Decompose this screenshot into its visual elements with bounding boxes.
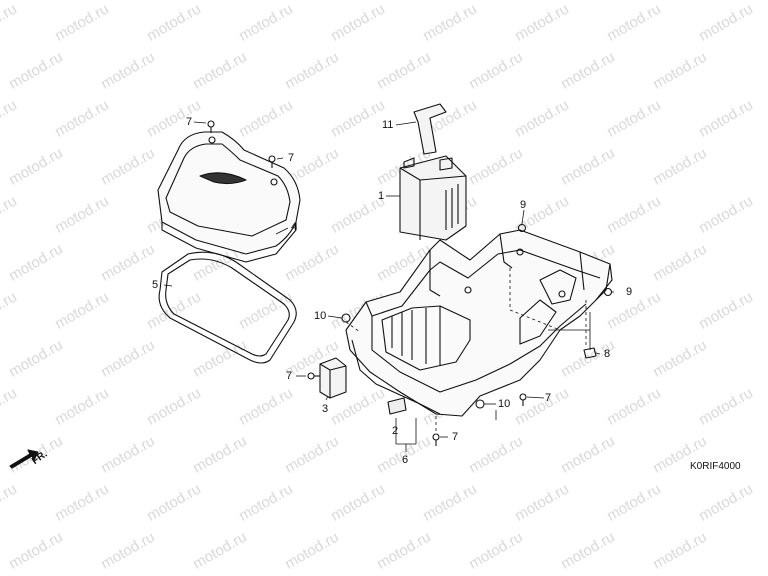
diagram-code: K0RIF4000 [690, 461, 741, 472]
callout-7: 7 [186, 116, 193, 128]
callout-1: 1 [378, 190, 385, 202]
connector-part [319, 357, 347, 399]
callout-7: 7 [288, 152, 295, 164]
callout-6: 6 [402, 454, 409, 466]
callout-7: 7 [452, 431, 459, 443]
callout-10: 10 [498, 398, 511, 410]
pad-part [387, 397, 407, 415]
front-arrow-icon [9, 449, 39, 469]
battery-cover-part [157, 131, 301, 263]
battery-part [399, 155, 467, 241]
fastener-parts [341, 223, 613, 409]
callout-7: 7 [286, 370, 293, 382]
callout-4: 4 [291, 221, 298, 233]
callout-2: 2 [392, 425, 399, 437]
battery-strap-part [413, 103, 447, 155]
callout-3: 3 [322, 403, 329, 415]
callout-8: 8 [604, 348, 611, 360]
callout-11: 11 [382, 119, 394, 131]
callout-9: 9 [520, 199, 527, 211]
bolt-parts [207, 120, 527, 446]
leader-lines [163, 121, 614, 452]
dashed-guides [345, 268, 587, 434]
cover-seal-part [158, 251, 297, 364]
battery-tray-part [345, 229, 613, 417]
callout-9: 9 [626, 286, 633, 298]
callout-10: 10 [314, 310, 327, 322]
callout-7: 7 [545, 392, 552, 404]
callout-5: 5 [152, 279, 159, 291]
